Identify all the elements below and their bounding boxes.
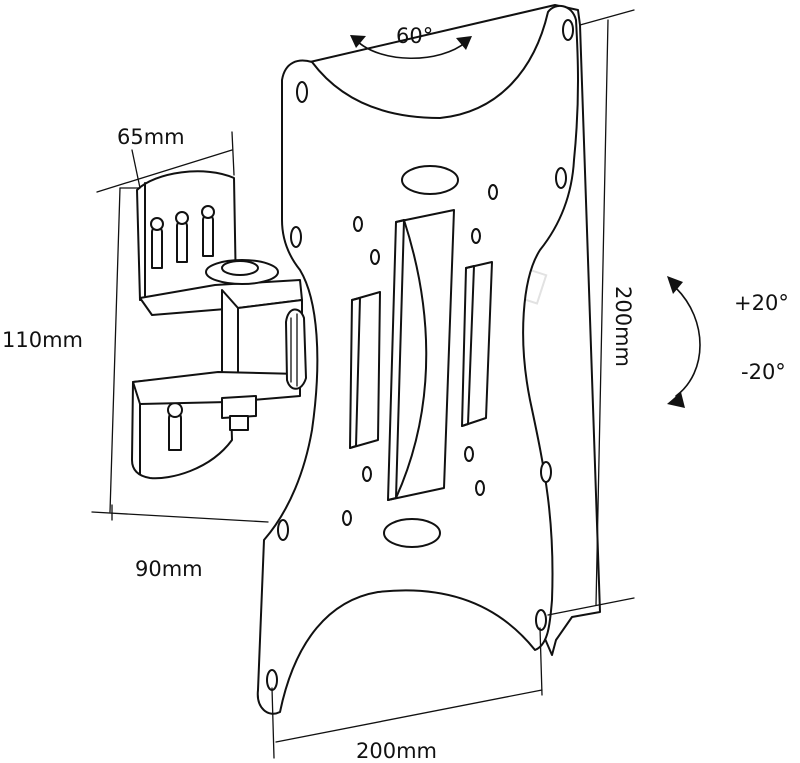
tilt-up-label: +20°	[734, 291, 789, 315]
bracket-width-label: 90mm	[135, 557, 203, 581]
slot-right	[461, 261, 493, 427]
oval-cutout-top	[401, 165, 459, 195]
rotation-label: 60°	[396, 24, 433, 48]
plate-height-label: 200mm	[611, 286, 635, 367]
corner-hole	[562, 19, 574, 41]
dimension-lines	[91, 9, 635, 759]
hinge-cylinder	[285, 308, 307, 390]
tilt-down-label: -20°	[741, 360, 786, 384]
lower-arm	[132, 371, 301, 405]
corner-hole	[555, 167, 567, 189]
depth-label: 65mm	[117, 125, 185, 149]
vesa-plate	[256, 4, 601, 715]
slot-left	[349, 291, 381, 449]
corner-hole	[540, 461, 552, 483]
corner-hole	[535, 609, 547, 631]
corner-hole	[277, 519, 289, 541]
corner-hole	[296, 81, 308, 103]
oval-cutout-bottom	[383, 518, 441, 548]
rotation-arrow	[350, 35, 472, 60]
tilt-arrow	[667, 276, 701, 408]
bracket-height-label: 110mm	[2, 328, 83, 352]
slot-center	[387, 209, 455, 501]
pivot-bolt-bottom	[221, 395, 257, 419]
corner-hole	[266, 669, 278, 691]
plate-width-label: 200mm	[356, 739, 437, 763]
small-holes	[342, 184, 498, 526]
keyhole-slots	[150, 205, 215, 269]
wall-bracket	[131, 170, 307, 480]
corner-hole	[290, 226, 302, 248]
